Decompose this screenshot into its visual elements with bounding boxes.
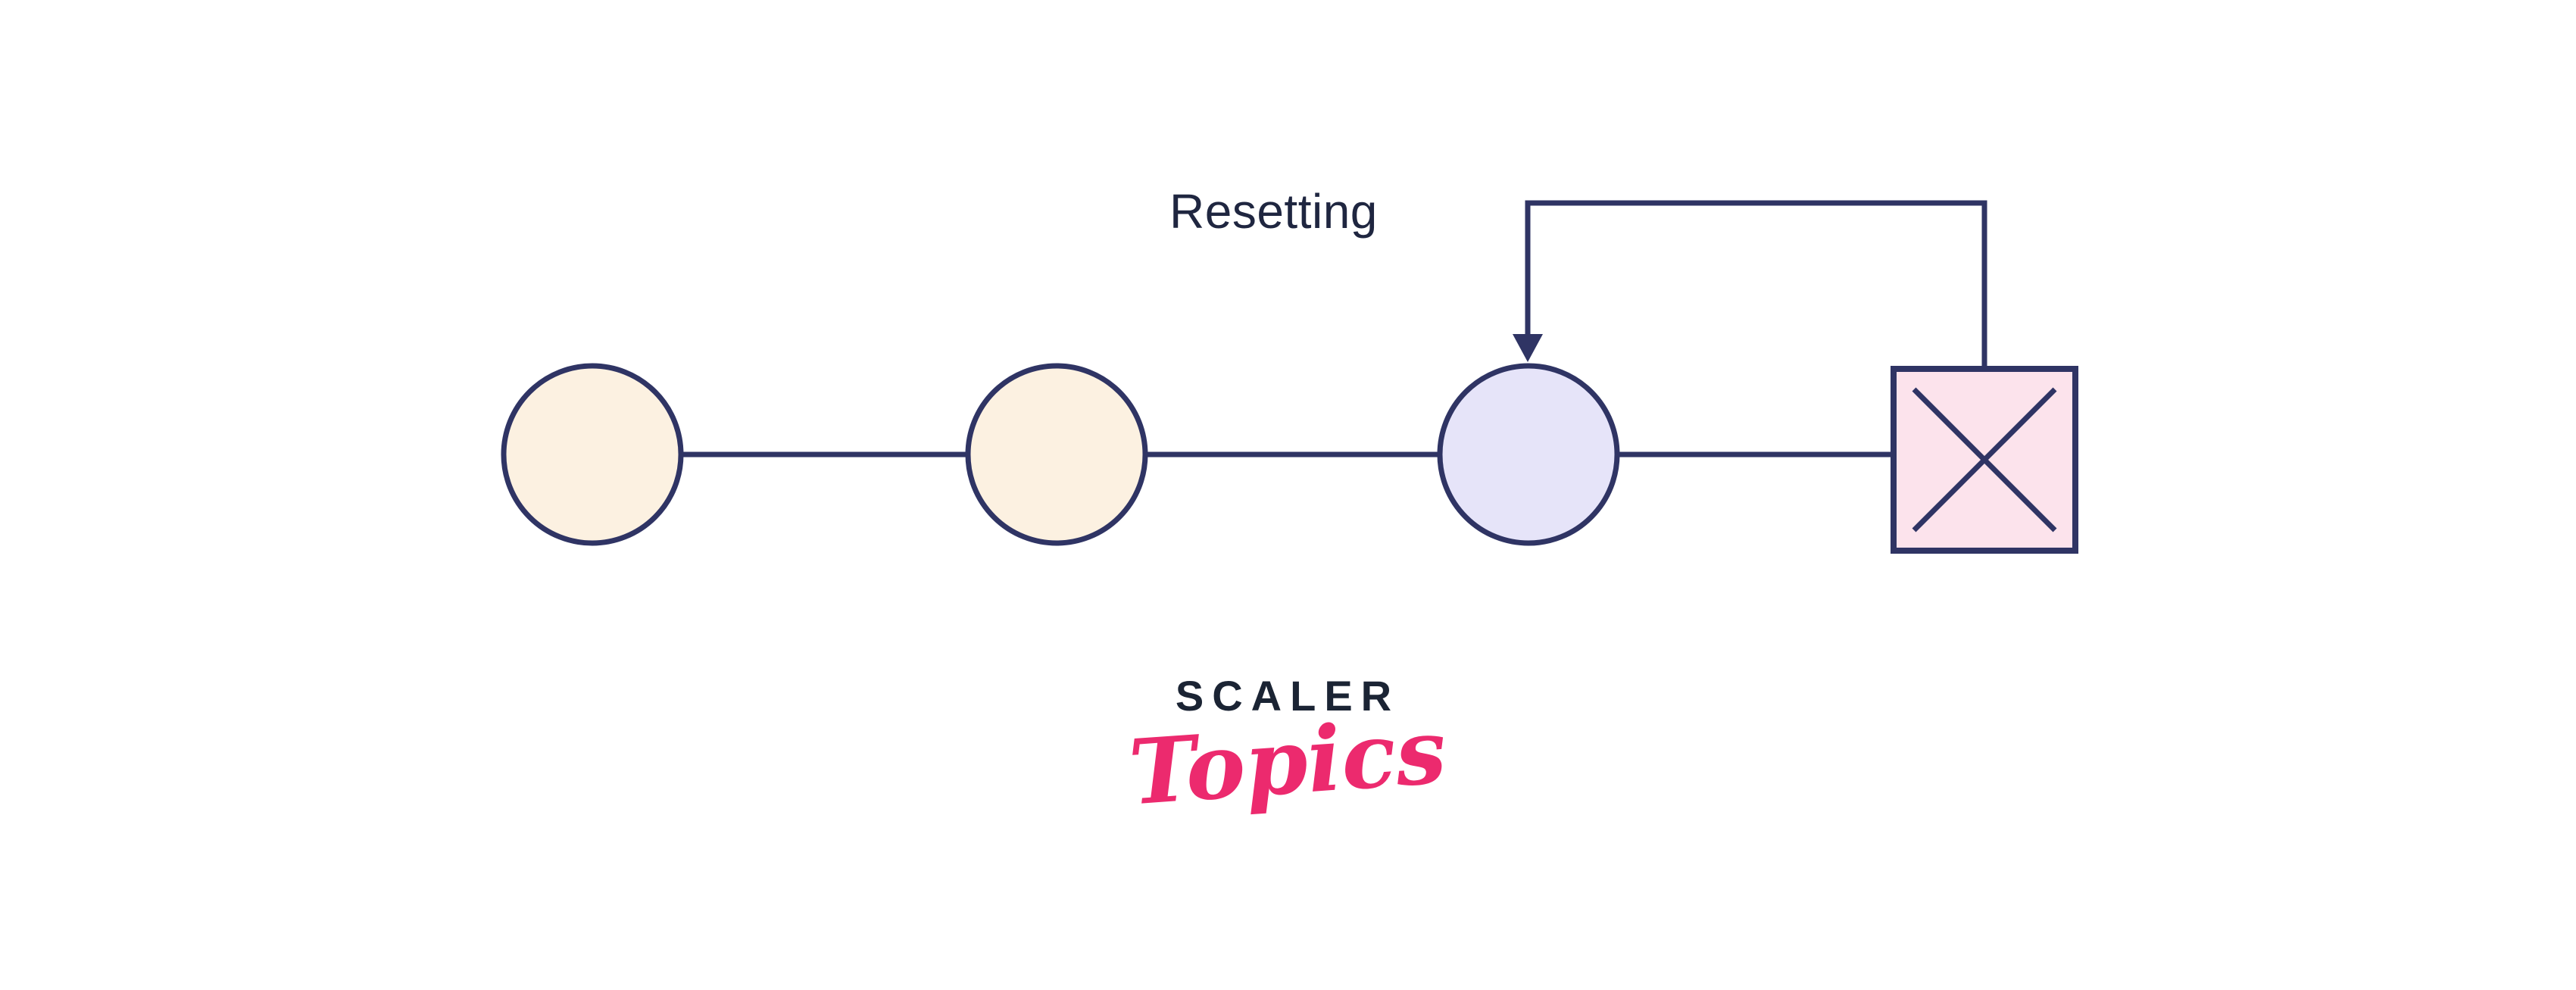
state-node-2 xyxy=(965,363,1148,546)
logo-wordmark-script: Topics xyxy=(1126,698,1450,826)
reset-loop-line xyxy=(1525,200,1987,369)
x-mark-icon xyxy=(1912,387,2057,532)
state-node-1 xyxy=(501,363,684,546)
scaler-topics-logo: SCALER Topics xyxy=(1113,671,1462,825)
reset-state-node xyxy=(1437,363,1620,546)
diagram-label: Resetting xyxy=(1169,184,1378,239)
logo-brand-text: SCALER xyxy=(1175,672,1400,720)
arrow-down-icon xyxy=(1513,334,1543,362)
